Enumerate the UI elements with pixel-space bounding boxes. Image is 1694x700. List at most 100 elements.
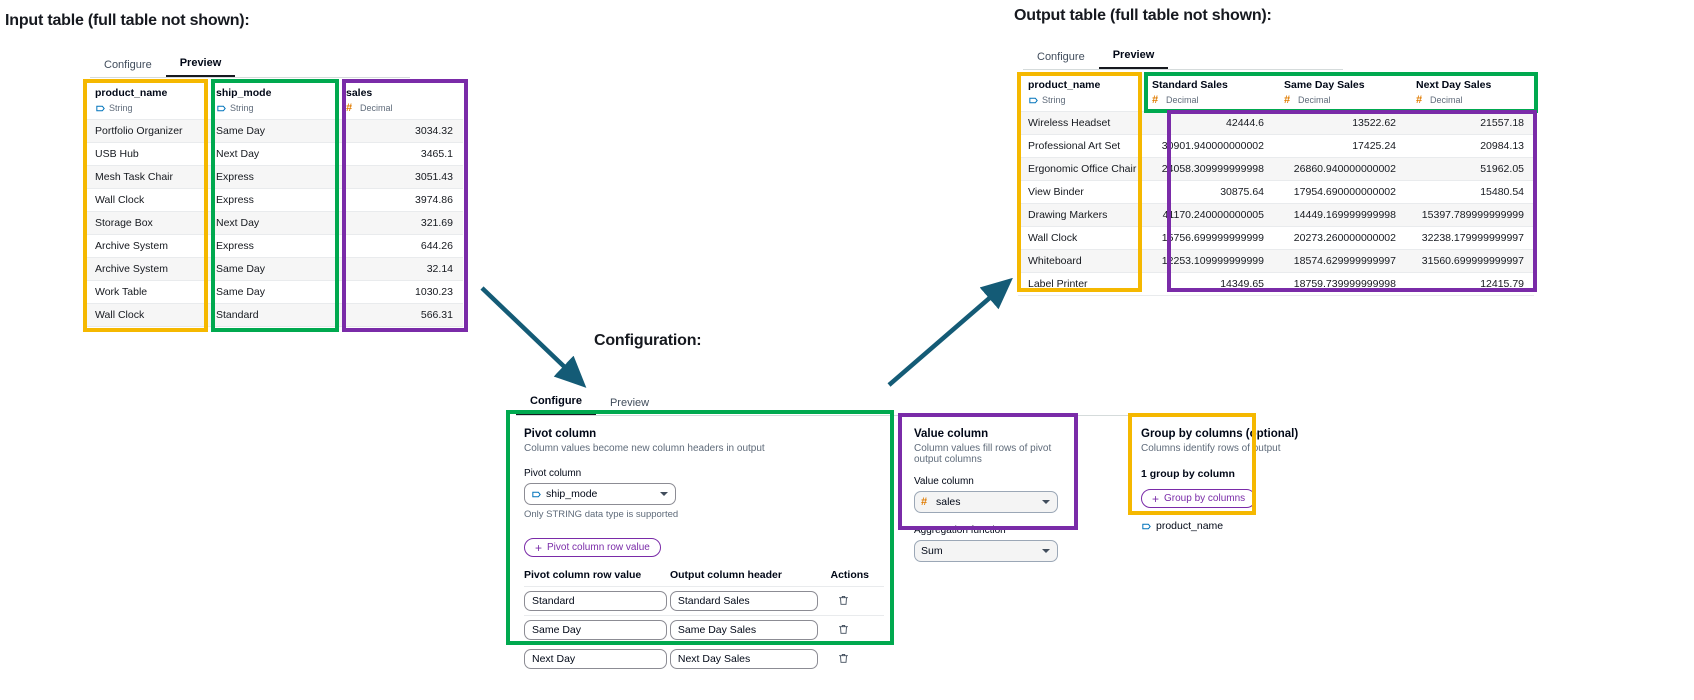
column-header: sales # Decimal <box>336 79 463 120</box>
input-tabs[interactable]: Configure Preview <box>90 52 410 78</box>
pivot-column-section: Pivot column Column values become new co… <box>516 420 896 669</box>
column-name: product_name <box>1028 79 1101 91</box>
table-cell: 321.69 <box>336 212 463 235</box>
table-cell: 12415.79 <box>1406 273 1534 296</box>
table-cell: Same Day <box>206 120 336 143</box>
table-cell: Storage Box <box>85 212 206 235</box>
config-tabs[interactable]: Configure Preview <box>516 390 1136 416</box>
pivot-column-field-label: Pivot column <box>524 468 582 479</box>
aggregation-function-select[interactable]: Sum <box>914 540 1058 562</box>
output-tab-configure[interactable]: Configure <box>1037 51 1085 63</box>
table-cell: 30901.940000000002 <box>1142 135 1274 158</box>
value-section-description: Column values fill rows of pivot output … <box>914 443 1052 465</box>
chevron-down-icon <box>660 492 668 496</box>
config-tab-configure[interactable]: Configure <box>516 395 596 415</box>
table-cell: USB Hub <box>85 143 206 166</box>
table-cell: Standard <box>206 304 336 327</box>
table-cell: 15397.789999999999 <box>1406 204 1534 227</box>
output-column-header-input[interactable]: Same Day Sales <box>669 620 818 640</box>
table-cell: Wireless Headset <box>1018 112 1142 135</box>
pivot-row-value-input[interactable]: Standard <box>524 591 667 611</box>
table-cell: 24058.309999999998 <box>1142 158 1274 181</box>
configuration-panel: Configure Preview Pivot column Column va… <box>508 390 1323 669</box>
table-cell: 1030.23 <box>336 281 463 304</box>
string-icon <box>95 103 105 113</box>
value-column-select[interactable]: # sales <box>914 491 1058 513</box>
group-by-section-description: Columns identify rows of output <box>1141 443 1281 454</box>
table-cell: Express <box>206 235 336 258</box>
column-name: product_name <box>95 87 168 99</box>
table-cell: 3051.43 <box>336 166 463 189</box>
column-type: # Decimal <box>1284 95 1396 106</box>
table-cell: Next Day <box>206 143 336 166</box>
aggregation-function-value: Sum <box>921 545 943 557</box>
input-data-grid: product_name String Portfolio Organizer … <box>85 79 463 327</box>
pivot-row-value-input[interactable]: Same Day <box>524 620 667 640</box>
add-pivot-row-value-button[interactable]: + Pivot column row value <box>524 538 661 557</box>
group-by-count: 1 group by column <box>1141 468 1235 480</box>
output-tabs[interactable]: Configure Preview <box>1023 44 1343 70</box>
table-cell: 3465.1 <box>336 143 463 166</box>
output-column-product-name: product_name String Wireless Headset Pro… <box>1018 71 1142 296</box>
trash-icon[interactable] <box>837 652 851 666</box>
table-cell: 3034.32 <box>336 120 463 143</box>
table-cell: Whiteboard <box>1018 250 1142 273</box>
decimal-icon: # <box>921 496 928 508</box>
column-type: String <box>1028 95 1132 105</box>
output-data-grid: product_name String Wireless Headset Pro… <box>1018 71 1534 296</box>
pivot-column-select[interactable]: ship_mode <box>524 483 676 505</box>
table-cell: 31560.699999999997 <box>1406 250 1534 273</box>
configuration-title: Configuration: <box>594 332 702 349</box>
string-icon <box>216 103 226 113</box>
table-cell: Label Printer <box>1018 273 1142 296</box>
column-header: product_name String <box>1018 71 1142 112</box>
output-column-same-day-sales: Same Day Sales # Decimal 13522.62 17425.… <box>1274 71 1406 296</box>
table-cell: 566.31 <box>336 304 463 327</box>
trash-icon[interactable] <box>837 623 851 637</box>
table-cell: 32.14 <box>336 258 463 281</box>
pivot-section-description: Column values become new column headers … <box>524 443 765 454</box>
add-pivot-row-value-label: Pivot column row value <box>547 542 650 553</box>
plus-icon: + <box>535 540 543 555</box>
output-column-header-input[interactable]: Next Day Sales <box>669 649 818 669</box>
table-cell: 17425.24 <box>1274 135 1406 158</box>
add-group-by-columns-label: Group by columns <box>1164 493 1246 504</box>
plus-icon: + <box>1152 491 1160 506</box>
table-cell: Same Day <box>206 258 336 281</box>
table-cell: 15756.699999999999 <box>1142 227 1274 250</box>
table-cell: Professional Art Set <box>1018 135 1142 158</box>
value-column-select-value: sales <box>936 496 961 508</box>
chevron-down-icon <box>1042 549 1050 553</box>
th-output-column-header: Output column header <box>669 569 782 581</box>
table-cell: Ergonomic Office Chair <box>1018 158 1142 181</box>
table-cell: 20273.260000000002 <box>1274 227 1406 250</box>
pivot-row-value-input[interactable]: Next Day <box>524 649 667 669</box>
group-by-item-label: product_name <box>1156 520 1224 532</box>
column-type: # Decimal <box>1416 94 1524 106</box>
pivot-column-select-value: ship_mode <box>546 488 598 500</box>
value-section-title: Value column <box>914 428 989 440</box>
table-cell: 20984.13 <box>1406 135 1534 158</box>
input-column-ship-mode: ship_mode String Same Day Next Day Expre… <box>206 79 336 327</box>
column-name: Next Day Sales <box>1416 79 1492 91</box>
pivot-column-hint: Only STRING data type is supported <box>524 509 679 520</box>
th-pivot-row-value: Pivot column row value <box>524 569 642 581</box>
th-actions: Actions <box>830 569 870 581</box>
output-table-title: Output table (full table not shown): <box>1014 7 1272 24</box>
decimal-icon: # <box>1416 94 1423 106</box>
trash-icon[interactable] <box>837 594 851 608</box>
table-cell: 3974.86 <box>336 189 463 212</box>
arrow-config-to-output <box>887 278 1013 387</box>
table-cell: 21557.18 <box>1406 112 1534 135</box>
table-cell: Archive System <box>85 235 206 258</box>
input-tab-configure[interactable]: Configure <box>104 59 152 71</box>
input-tab-preview[interactable]: Preview <box>165 57 236 77</box>
column-header: Same Day Sales # Decimal <box>1274 71 1406 112</box>
table-cell: Next Day <box>206 212 336 235</box>
config-tab-preview[interactable]: Preview <box>609 397 650 409</box>
output-tab-preview[interactable]: Preview <box>1098 49 1169 69</box>
output-column-header-input[interactable]: Standard Sales <box>669 591 818 611</box>
add-group-by-columns-button[interactable]: + Group by columns <box>1141 489 1257 508</box>
column-name: sales <box>346 87 373 99</box>
group-by-columns-section: Group by columns (optional) Columns iden… <box>1133 420 1323 532</box>
